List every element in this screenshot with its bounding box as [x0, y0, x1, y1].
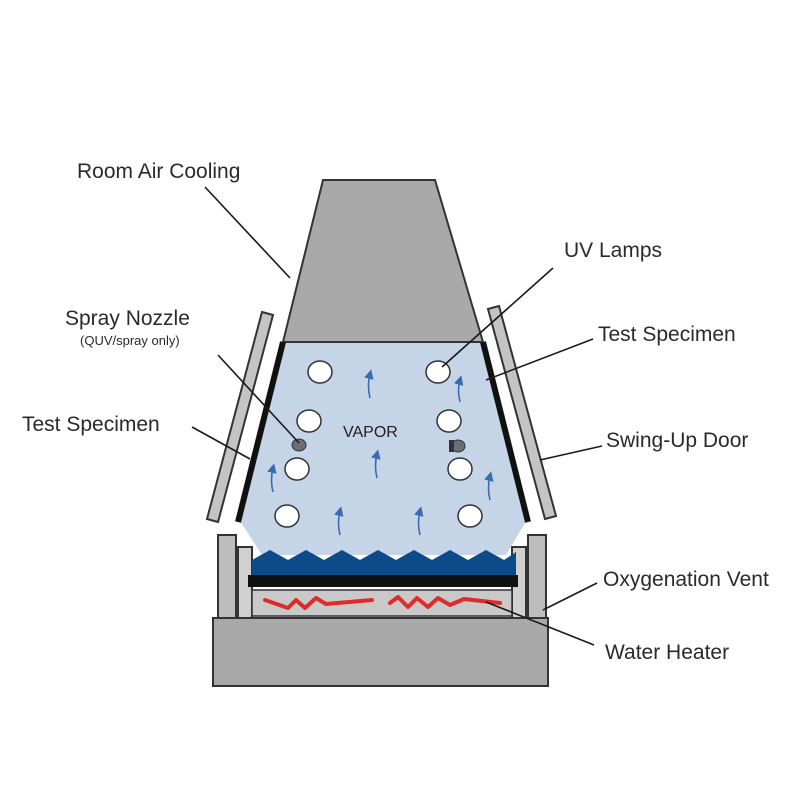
- leader-uv-lamps: [441, 267, 554, 368]
- label-uv-lamps: UV Lamps: [564, 239, 662, 262]
- vapor-label: VAPOR: [343, 424, 398, 441]
- label-spray-nozzle-note: (QUV/spray only): [80, 333, 180, 348]
- leader-spray-nozzle: [217, 354, 300, 444]
- uv-lamp: [274, 504, 300, 528]
- water-tray-bottom: [248, 575, 518, 587]
- label-water-heater: Water Heater: [605, 641, 729, 664]
- label-spray-nozzle: Spray Nozzle: [65, 307, 190, 330]
- leader-room-air-cooling: [204, 186, 291, 279]
- label-oxygenation-vent: Oxygenation Vent: [603, 568, 769, 591]
- base-housing: [212, 617, 549, 687]
- vapor-arrow: [484, 471, 494, 501]
- leader-oxygenation-vent: [542, 582, 598, 611]
- swing-up-door-left: [205, 310, 275, 524]
- label-room-air-cooling: Room Air Cooling: [77, 160, 240, 183]
- leader-swing-up-door: [539, 445, 603, 461]
- uv-lamp: [296, 409, 322, 433]
- vapor-arrow: [364, 369, 374, 399]
- vapor-arrow: [371, 449, 381, 479]
- spray-nozzles: [291, 438, 466, 453]
- uv-lamp: [457, 504, 483, 528]
- leader-lines: [191, 186, 603, 646]
- uv-lamp: [307, 360, 333, 384]
- label-test-specimen-left: Test Specimen: [22, 413, 160, 436]
- leader-test-specimen-left: [191, 426, 251, 460]
- vapor-arrow: [414, 506, 424, 536]
- vapor-arrows: [267, 369, 494, 536]
- uv-lamp: [425, 360, 451, 384]
- uv-lamp: [447, 457, 473, 481]
- uv-lamp: [436, 409, 462, 433]
- test-specimen-right-panel: [480, 341, 531, 523]
- water-heater-coil: [263, 595, 502, 610]
- swing-up-door-right: [486, 304, 558, 521]
- test-chamber: [238, 342, 528, 555]
- vapor-arrow: [454, 375, 464, 403]
- right-outer-post: [527, 534, 547, 619]
- leader-water-heater: [485, 601, 595, 646]
- label-swing-up-door: Swing-Up Door: [606, 429, 748, 452]
- vapor-arrow: [334, 506, 344, 536]
- uv-lamp: [284, 457, 310, 481]
- uv-lamps: [274, 360, 483, 528]
- left-outer-post: [217, 534, 237, 619]
- vapor-arrow: [267, 463, 277, 493]
- label-test-specimen-right: Test Specimen: [598, 323, 736, 346]
- spray-nozzle-left: [291, 438, 307, 452]
- leader-test-specimen-right: [485, 338, 594, 381]
- test-specimen-left-panel: [235, 341, 286, 523]
- water-reservoir: [252, 550, 516, 575]
- lamp-housing: [281, 179, 485, 343]
